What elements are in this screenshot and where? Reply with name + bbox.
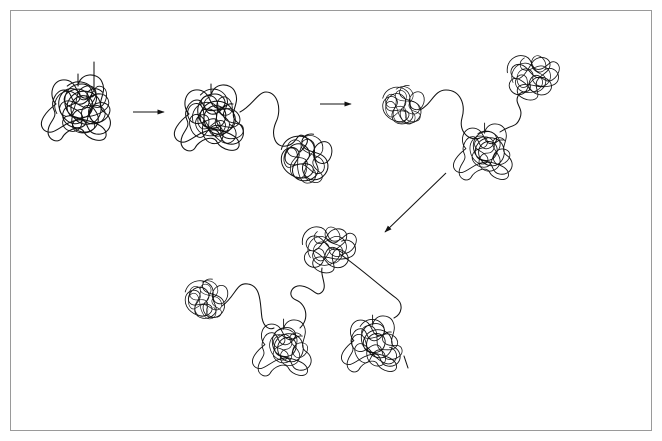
figure-frame [10, 10, 652, 431]
linker-4b [290, 267, 325, 329]
coil-4b [252, 318, 314, 377]
down-left-arrow-icon [384, 172, 447, 233]
coil-1a [40, 61, 119, 142]
coil-3c [505, 48, 560, 102]
linker-2 [239, 91, 308, 153]
linker-4c [339, 253, 402, 319]
linker-4a [221, 283, 275, 330]
stage-3-three-domains [378, 48, 560, 181]
stage-2-two-domains [173, 82, 333, 188]
linker-3a [419, 89, 481, 140]
stage-1-compact-coil [40, 61, 119, 142]
coil-4a [182, 277, 229, 326]
chain-end-4 [403, 355, 409, 369]
coil-2a [173, 82, 252, 159]
coil-4c [301, 220, 357, 274]
stage-4-four-domains [182, 220, 409, 379]
coil-3a [378, 82, 427, 133]
linker-3b [499, 83, 531, 133]
coil-4d [341, 313, 409, 379]
coil-2b [280, 133, 333, 188]
